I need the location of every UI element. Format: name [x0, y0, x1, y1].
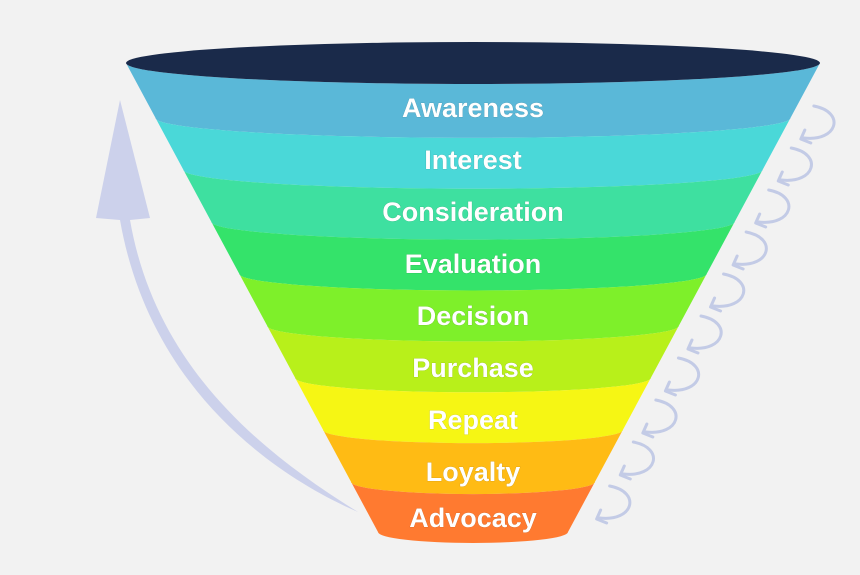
stage-label-consideration: Consideration	[382, 197, 564, 227]
stage-label-advocacy: Advocacy	[409, 503, 537, 533]
funnel-rim	[126, 42, 820, 84]
loop-arrow-icon	[779, 146, 813, 182]
loop-arrowhead-icon	[641, 422, 655, 439]
loop-arrowhead-icon	[686, 338, 700, 355]
funnel-band-decision	[239, 274, 707, 342]
stage-label-interest: Interest	[424, 145, 522, 175]
funnel-band-loyalty	[323, 430, 623, 495]
loop-arrow-icon	[666, 356, 701, 392]
loop-arrowhead-icon	[595, 508, 609, 525]
stage-label-evaluation: Evaluation	[405, 249, 542, 279]
loop-arrow-icon	[644, 398, 678, 434]
loop-arrow-icon	[802, 104, 836, 140]
loop-arrow-icon	[712, 272, 746, 308]
loop-arrowhead-icon	[618, 464, 632, 481]
funnel-band-repeat	[295, 378, 651, 444]
loop-arrow-icon	[757, 188, 791, 224]
stage-label-awareness: Awareness	[402, 93, 544, 123]
loop-arrow-icon	[689, 314, 723, 350]
funnel-band-interest	[155, 118, 791, 189]
funnel-stages	[126, 63, 820, 543]
stage-label-loyalty: Loyalty	[426, 457, 521, 487]
funnel-stage-labels: Awareness Interest Consideration Evaluat…	[382, 93, 564, 534]
loop-arrowhead-icon	[776, 170, 790, 187]
funnel-band-purchase	[267, 326, 679, 393]
stage-label-decision: Decision	[417, 301, 530, 331]
stage-label-repeat: Repeat	[428, 405, 518, 435]
feedback-loop-arrows	[595, 104, 836, 525]
loop-arrowhead-icon	[731, 254, 745, 271]
stage-label-purchase: Purchase	[412, 353, 534, 383]
funnel-band-evaluation	[211, 222, 735, 291]
loop-arrowhead-icon	[799, 128, 813, 145]
loop-arrow-icon	[621, 440, 655, 476]
funnel-band-advocacy	[351, 482, 595, 543]
curved-arrow-icon	[96, 100, 358, 512]
loop-arrowhead-icon	[754, 212, 768, 229]
funnel-band-consideration	[183, 170, 763, 240]
loop-arrow-icon	[734, 230, 768, 266]
loop-arrowhead-icon	[709, 296, 723, 313]
funnel-band-awareness	[126, 63, 820, 138]
loop-arrow-icon	[598, 484, 632, 520]
loop-arrowhead-icon	[663, 380, 677, 397]
